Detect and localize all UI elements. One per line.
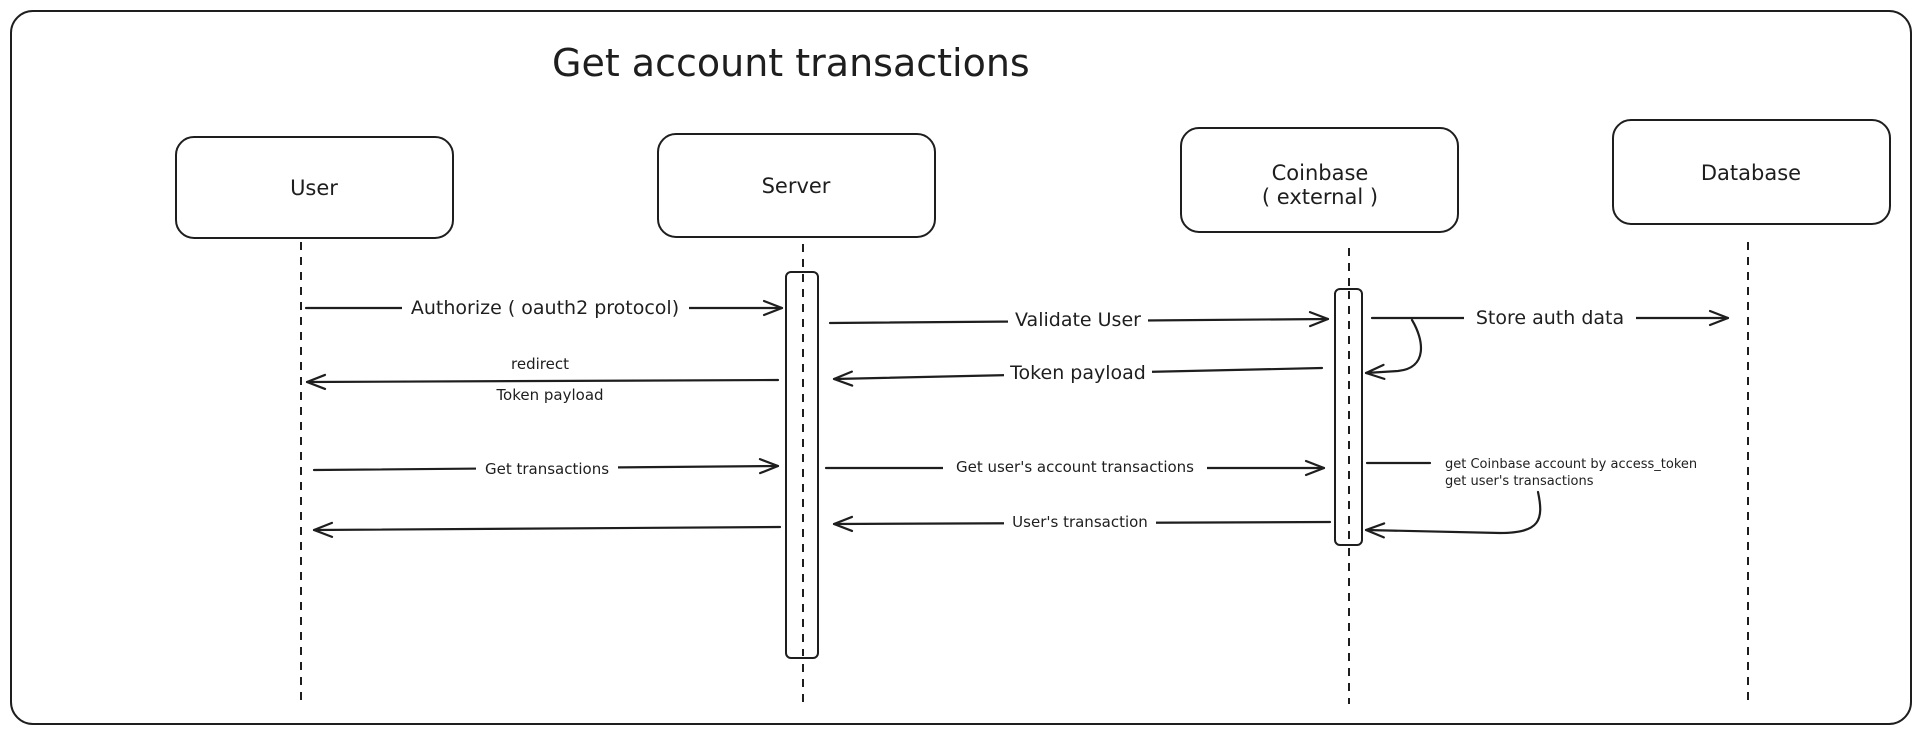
message-users-transaction: User's transaction (832, 509, 1332, 535)
message-get-transactions-label: Get transactions (485, 460, 609, 478)
self-loop-coinbase-transactions (1366, 461, 1542, 533)
message-users-transaction-label: User's transaction (1012, 513, 1148, 531)
activation-server (785, 271, 819, 659)
message-validate-user-label: Validate User (1015, 309, 1141, 331)
note-line1: get Coinbase account by access_token (1445, 457, 1697, 472)
message-validate-user: Validate User (828, 307, 1330, 335)
actor-server-label: Server (762, 174, 831, 198)
actor-database-label: Database (1701, 161, 1801, 185)
actor-coinbase: Coinbase ( external ) (1180, 127, 1459, 233)
actor-server: Server (657, 133, 936, 238)
actor-user-box (175, 136, 454, 239)
message-get-user-account-transactions-label: Get user's account transactions (956, 458, 1194, 476)
message-get-user-account-transactions: Get user's account transactions (824, 454, 1326, 480)
message-return-to-user (312, 521, 782, 538)
message-authorize: Authorize ( oauth2 protocol) (304, 294, 784, 322)
actor-user-label: User (290, 176, 338, 200)
message-token-payload-user-label: Token payload (495, 386, 603, 404)
actor-user: User (175, 136, 454, 239)
actor-coinbase-label-line2: ( external ) (1262, 185, 1378, 209)
actor-coinbase-label-line1: Coinbase (1272, 161, 1369, 185)
message-store-auth-data-label: Store auth data (1476, 307, 1624, 329)
actor-server-box (657, 133, 936, 238)
diagram-frame (10, 10, 1912, 725)
message-token-payload-server-label: Token payload (1009, 362, 1146, 384)
message-token-payload-server: Token payload (832, 360, 1324, 388)
actor-coinbase-box (1180, 127, 1459, 233)
message-redirect-label: redirect (511, 355, 569, 373)
message-get-transactions: Get transactions (312, 455, 780, 481)
message-store-auth-data: Store auth data (1370, 304, 1730, 332)
note-line2: get user's transactions (1445, 474, 1594, 489)
diagram-title: Get account transactions (552, 41, 1030, 85)
self-loop-coinbase-store (1364, 318, 1422, 380)
actor-database-box (1612, 119, 1891, 225)
message-redirect: redirect Token payload (305, 355, 780, 404)
message-authorize-label: Authorize ( oauth2 protocol) (411, 297, 679, 319)
actor-database: Database (1612, 119, 1891, 225)
